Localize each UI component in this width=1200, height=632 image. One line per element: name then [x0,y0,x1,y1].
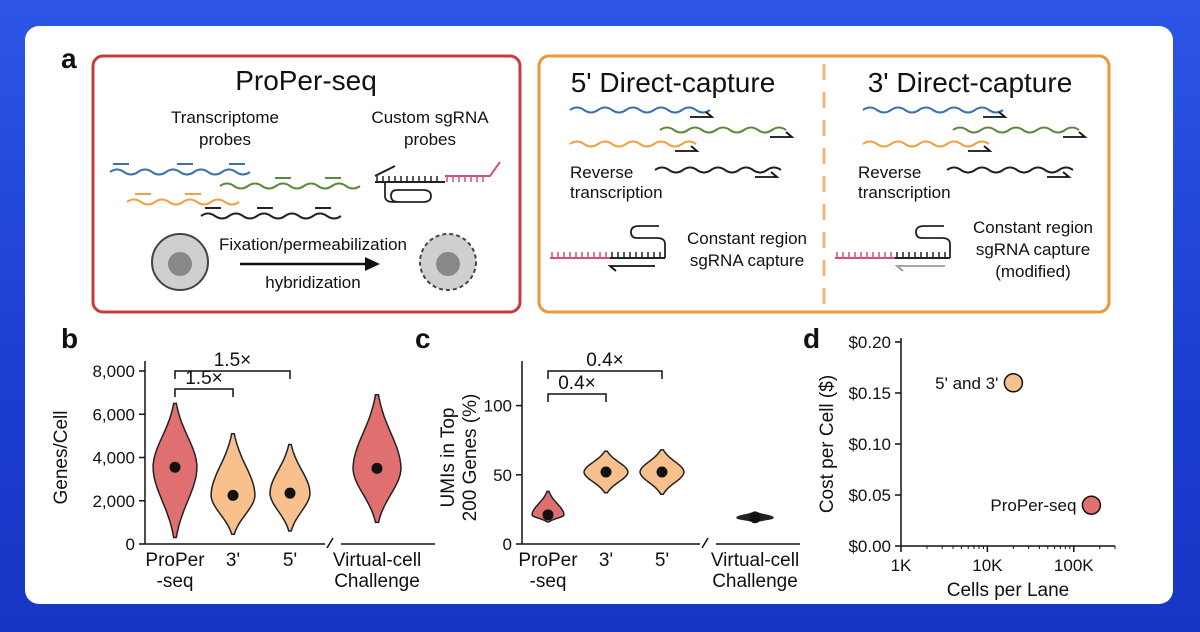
significance-bracket [174,388,234,397]
y-tick-label: 0 [503,535,512,554]
axis-break-mark [701,537,709,549]
median-point [542,509,554,521]
y-tick-label: $0.15 [848,384,891,403]
axis-break-mark [326,537,334,549]
x-tick-label: -seq [530,571,567,592]
y-tick-label: 4,000 [92,449,135,468]
y-axis-label: UMIs in Top [438,408,459,508]
x-axis-label: Cells per Lane [947,580,1070,601]
three-prime-capture-label-2: sgRNA capture [976,240,1090,259]
median-point [656,466,668,478]
arrowhead-icon [365,257,380,271]
panel-letter-a: a [61,43,77,74]
y-axis-label: Genes/Cell [51,411,72,505]
violin-mark [352,394,402,524]
significance-bracket [174,370,291,379]
bracket-label: 1.5× [185,368,223,389]
transcriptome-probes-label-1: Transcriptome [171,108,279,127]
y-tick-label: 8,000 [92,362,135,381]
three-prime-capture-label-3: (modified) [995,262,1071,281]
x-tick-label: 5' [283,550,297,571]
three-prime-transcripts-icon [862,106,1088,178]
y-tick-label: $0.20 [848,333,891,352]
y-axis-label: 200 Genes (%) [460,394,481,522]
violin-mark [531,490,565,523]
fixed-nucleus-icon [436,252,460,276]
fixation-label: Fixation/permeabilization [219,235,407,254]
five-prime-capture-label-2: sgRNA capture [690,251,804,270]
y-tick-label: 2,000 [92,492,135,511]
five-prime-rt-label-2: transcription [570,183,663,202]
y-tick-label: $0.05 [848,486,891,505]
significance-bracket [547,393,607,402]
x-tick-label: Virtual-cell [333,550,421,571]
three-prime-title: 3' Direct-capture [868,67,1073,98]
five-prime-title: 5' Direct-capture [571,67,776,98]
violin-mark [210,432,256,536]
median-point [600,466,612,478]
point-label: 5' and 3' [935,374,998,393]
three-prime-rt-label-1: Reverse [858,163,921,182]
x-tick-label: 10K [972,556,1003,575]
custom-sgrna-probes-label-2: probes [404,130,456,149]
bracket-label: 1.5× [214,350,252,371]
figure-canvas: a ProPer-seq Transcriptome probes Custom… [51,43,1116,601]
scatter-point [1081,495,1102,515]
y-tick-label: $0.10 [848,435,891,454]
x-tick-label: 1K [891,556,912,575]
median-point [169,461,181,473]
bracket-label: 0.4× [558,373,596,394]
median-point [284,487,296,499]
scatter-point [1003,373,1024,393]
panel-letter-c: c [415,323,431,354]
x-tick-label: 100K [1054,556,1094,575]
three-prime-rt-label-2: transcription [858,183,951,202]
transcriptome-probes-label-2: probes [199,130,251,149]
y-axis-label: Cost per Cell ($) [817,375,838,513]
five-prime-transcripts-icon [569,106,795,178]
y-tick-label: 6,000 [92,405,135,424]
figure-card: a ProPer-seq Transcriptome probes Custom… [25,26,1173,604]
blue-transcript-icon [109,168,251,176]
x-tick-label: Challenge [712,571,798,592]
x-tick-label: 3' [599,550,613,571]
green-transcript-icon [219,182,361,190]
sgrna-probe-icon [374,161,501,203]
x-tick-label: 3' [226,550,240,571]
bracket-label: 0.4× [586,350,624,371]
x-tick-label: Virtual-cell [711,550,799,571]
nucleus-icon [168,252,192,276]
y-tick-label: $0.00 [848,537,891,556]
three-prime-capture-label-1: Constant region [973,218,1093,237]
panel-letter-b: b [61,323,78,354]
panel-letter-d: d [803,323,820,354]
chart-genes-per-cell: 0 2,000 4,000 6,000 8,000Genes/CellProPer-se… [51,350,435,592]
custom-sgrna-probes-label-1: Custom sgRNA [371,108,489,127]
three-prime-sgrna-capture-icon [835,225,951,272]
x-tick-label: -seq [157,571,194,592]
proper-seq-box [91,54,522,314]
y-tick-label: 0 [126,535,135,554]
hybridization-label: hybridization [265,273,360,292]
y-tick-label: 100 [484,397,512,416]
direct-capture-box [537,54,1111,314]
x-tick-label: Challenge [334,571,420,592]
x-tick-label: ProPer [145,550,205,571]
orange-transcript-icon [126,198,240,206]
five-prime-sgrna-capture-icon [550,225,666,272]
point-label: ProPer-seq [990,496,1076,515]
median-point [749,512,761,524]
proper-seq-title: ProPer-seq [235,65,377,96]
five-prime-capture-label-1: Constant region [687,229,807,248]
x-tick-label: 5' [655,550,669,571]
chart-cost-per-cell: $0.00 $0.05 $0.10 $0.15 $0.20 1K 10K 100K Cells … [817,333,1116,601]
black-transcript-icon [200,212,342,220]
median-point [371,462,383,474]
median-point [227,489,239,501]
x-tick-label: ProPer [518,550,578,571]
significance-bracket [547,370,663,379]
y-tick-label: 50 [493,466,512,485]
five-prime-rt-label-1: Reverse [570,163,633,182]
